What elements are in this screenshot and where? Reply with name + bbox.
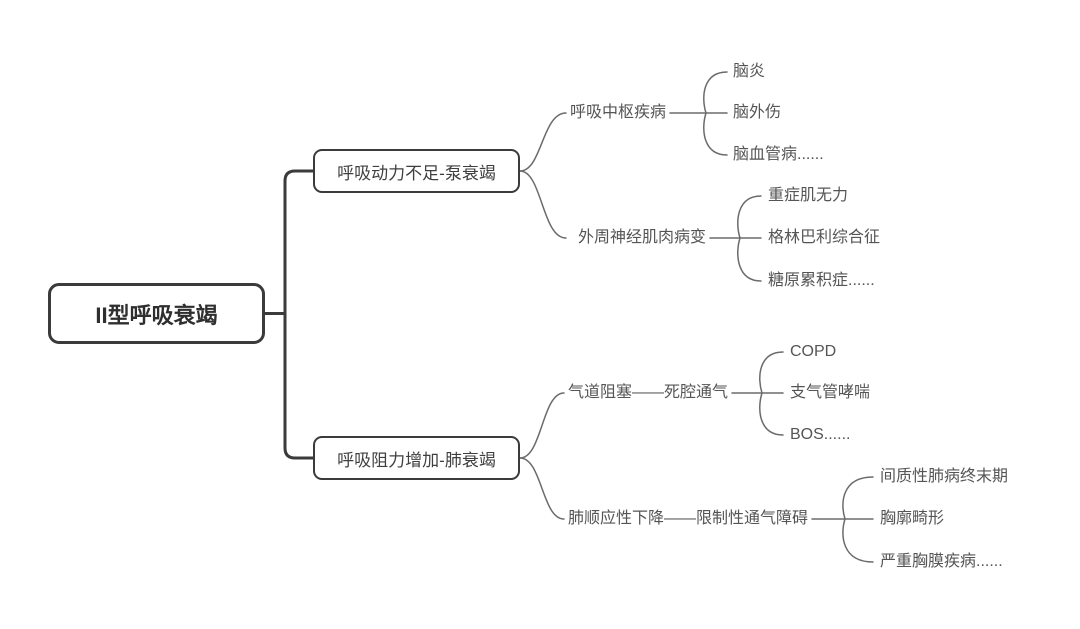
leaf-myasthenia-gravis[interactable]: 重症肌无力	[768, 187, 849, 204]
leaf-bos[interactable]: BOS......	[790, 426, 851, 443]
subtopic11-bottom-curve	[703, 112, 728, 156]
subtopic22-top-curve	[842, 476, 874, 520]
branch-node-lung-failure[interactable]: 呼吸阻力增加-肺衰竭	[313, 436, 520, 480]
subtopic11-top-curve	[703, 71, 728, 114]
subtopic-reduced-lung-compliance-restrictive-ventilation[interactable]: 肺顺应性下降——限制性通气障碍	[568, 510, 809, 527]
leaf-brain-trauma[interactable]: 脑外伤	[733, 104, 782, 121]
leaf-end-stage-interstitial-lung-disease[interactable]: 间质性肺病终末期	[880, 468, 1009, 485]
subtopic21-top-curve	[759, 351, 784, 394]
subtopic12-bottom-curve	[737, 237, 762, 282]
leaf-encephalitis[interactable]: 脑炎	[733, 63, 766, 80]
subtopic12-top-curve	[737, 195, 762, 239]
branch1-child1-curve	[519, 112, 567, 172]
root-node-type2-respiratory-failure[interactable]: II型呼吸衰竭	[48, 283, 265, 344]
subtopic21-bottom-curve	[759, 392, 784, 436]
subtopic-airway-obstruction-dead-space-ventilation[interactable]: 气道阻塞——死腔通气	[568, 384, 729, 401]
subtopic-peripheral-neuromuscular-disease[interactable]: 外周神经肌肉病变	[578, 229, 707, 246]
subtopic-respiratory-center-disease[interactable]: 呼吸中枢疾病	[570, 104, 667, 121]
branch2-child1-curve	[519, 392, 565, 459]
leaf-severe-pleural-disease[interactable]: 严重胸膜疾病......	[880, 553, 1003, 570]
subtopic22-bottom-curve	[842, 518, 874, 563]
branch2-child2-curve	[519, 457, 565, 520]
leaf-bronchial-asthma[interactable]: 支气管哮喘	[790, 384, 871, 401]
leaf-glycogen-storage-disease[interactable]: 糖原累积症......	[768, 272, 875, 289]
branch-node-pump-failure[interactable]: 呼吸动力不足-泵衰竭	[313, 149, 520, 193]
leaf-cerebrovascular-disease[interactable]: 脑血管病......	[733, 146, 824, 163]
leaf-guillain-barre-syndrome[interactable]: 格林巴利综合征	[768, 229, 881, 246]
leaf-thoracic-deformity[interactable]: 胸廓畸形	[880, 510, 945, 527]
root-connector-spine	[283, 169, 315, 460]
leaf-copd[interactable]: COPD	[790, 343, 837, 360]
branch1-child2-curve	[519, 170, 567, 239]
